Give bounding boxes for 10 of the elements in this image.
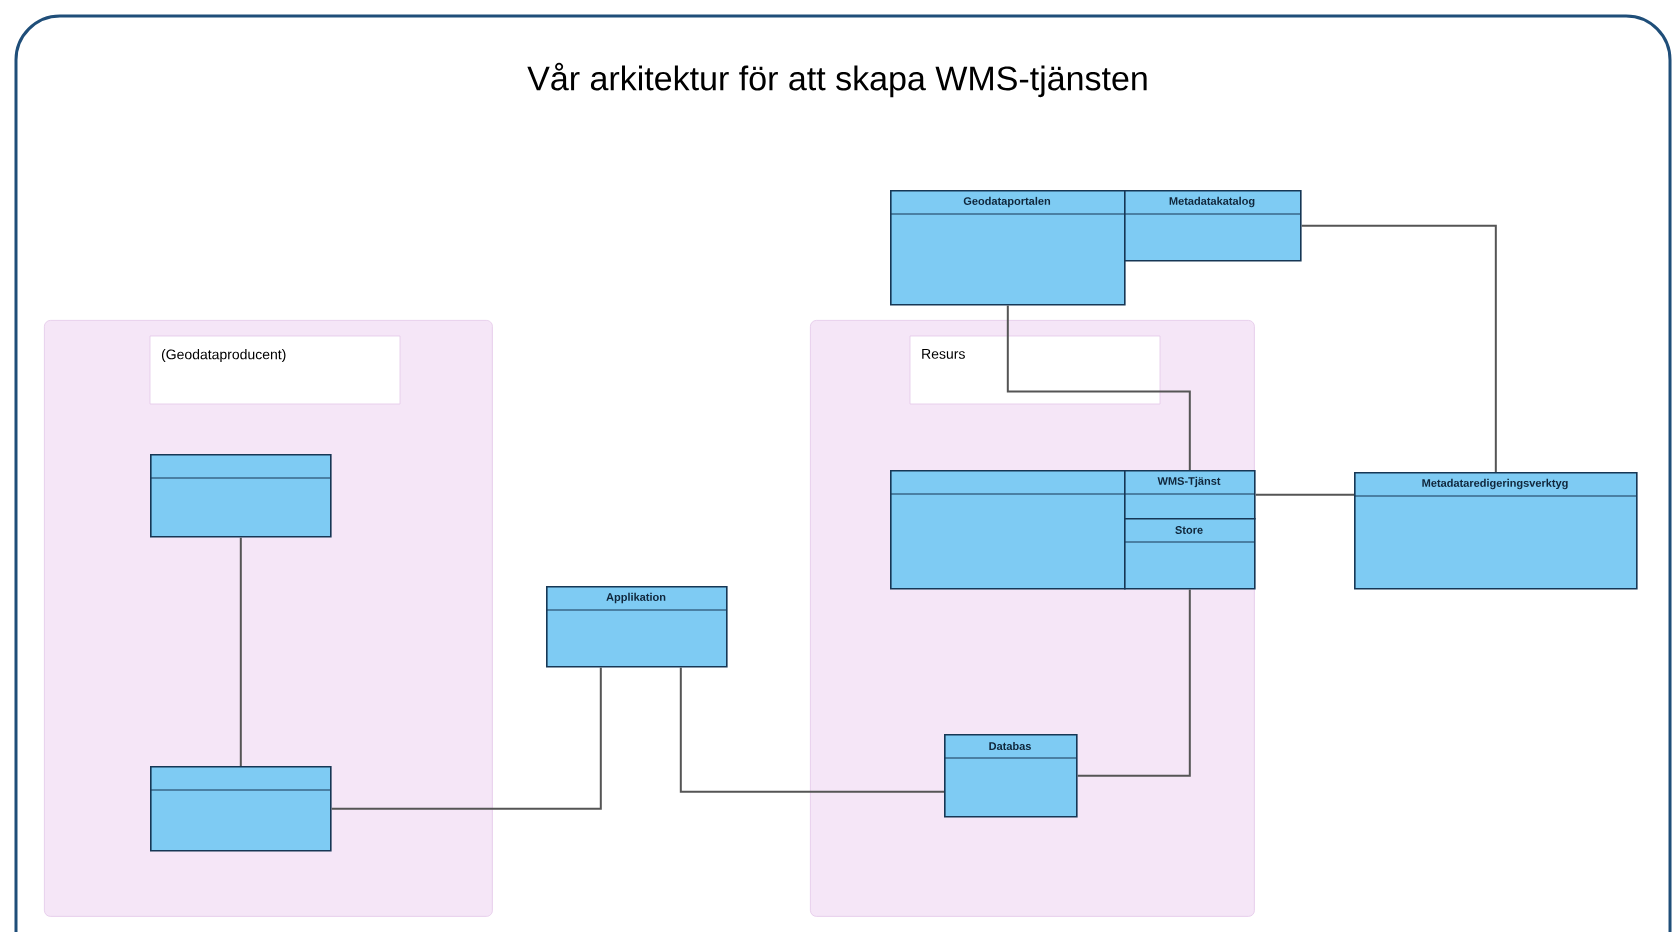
class-box	[149, 454, 332, 538]
connector-line	[1076, 588, 1191, 777]
connector-line	[1254, 493, 1355, 496]
connector-line	[330, 666, 602, 810]
title: Vår arkitektur för att skapa WMS-tjänsten	[527, 62, 1147, 98]
connector-line	[1006, 304, 1191, 471]
connector-line	[239, 536, 242, 767]
connector-line	[1300, 224, 1497, 473]
class-box	[149, 766, 332, 852]
connector-line	[679, 666, 945, 793]
